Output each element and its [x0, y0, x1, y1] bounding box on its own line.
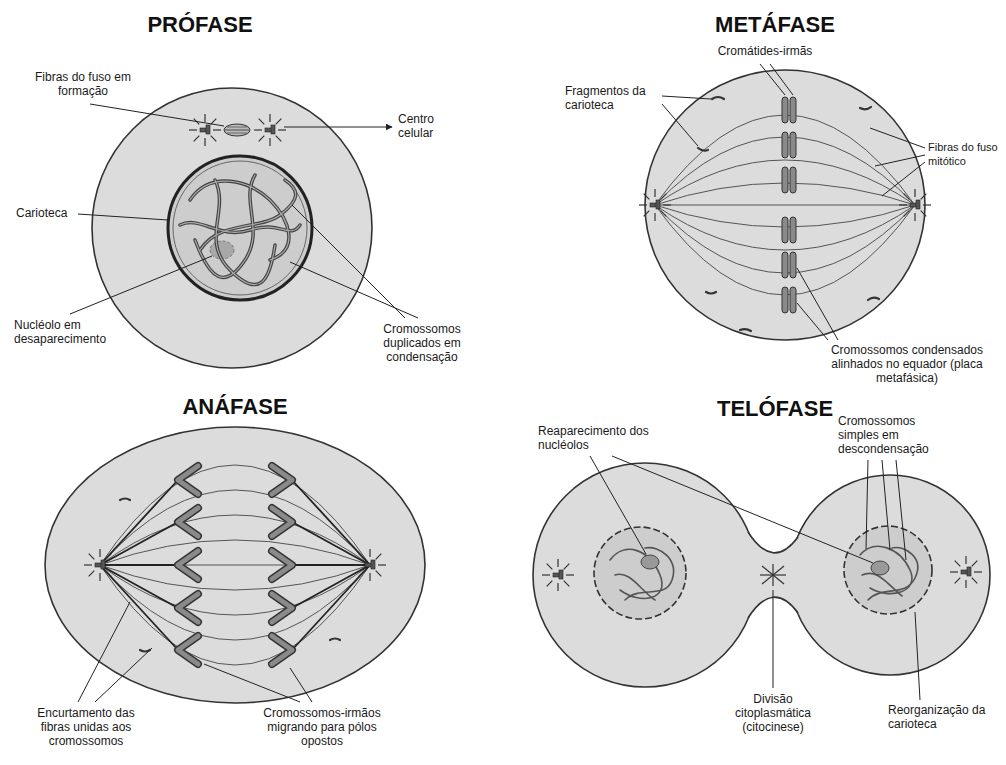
structure-label: Cromossomos simples em descondensação: [838, 414, 950, 456]
structure-label: Nucléolo em desaparecimento: [14, 318, 126, 346]
structure-label: Divisão citoplasmática (citocinese): [722, 692, 824, 734]
metaphase-cell: [639, 70, 931, 340]
leader-line: [78, 602, 312, 702]
anaphase-cell: [45, 427, 425, 703]
structure-label: Cromossomos duplicados em condensação: [366, 322, 478, 364]
structure-label: Cromossomos-irmãos migrando para pólos o…: [246, 706, 398, 748]
structure-label: Fragmentos da carioteca: [565, 84, 661, 112]
leader-line: [662, 64, 925, 340]
telophase-cells: [533, 463, 990, 687]
phase-title: PRÓFASE: [100, 12, 300, 38]
structure-label: Reorganização da carioteca: [888, 703, 1002, 731]
structure-label: Encurtamento das fibras unidas aos cromo…: [22, 706, 150, 748]
structure-label: Fibras do fuso mitótico: [928, 140, 1002, 168]
leader-line: [70, 104, 418, 318]
structure-label: Reaparecimento dos nucléolos: [538, 424, 670, 452]
phase-title: ANÁFASE: [135, 394, 335, 420]
structure-label: Centro celular: [398, 112, 456, 140]
structure-label: Fibras do fuso em formação: [28, 70, 138, 98]
structure-label: Carioteca: [16, 206, 96, 220]
leader-line: [590, 456, 920, 700]
structure-label: Cromossomos condensados alinhados no equ…: [812, 343, 1002, 385]
prophase-cell: [92, 88, 372, 368]
phase-title: METÁFASE: [675, 12, 875, 38]
structure-label: Cromátides-irmãs: [700, 44, 830, 58]
